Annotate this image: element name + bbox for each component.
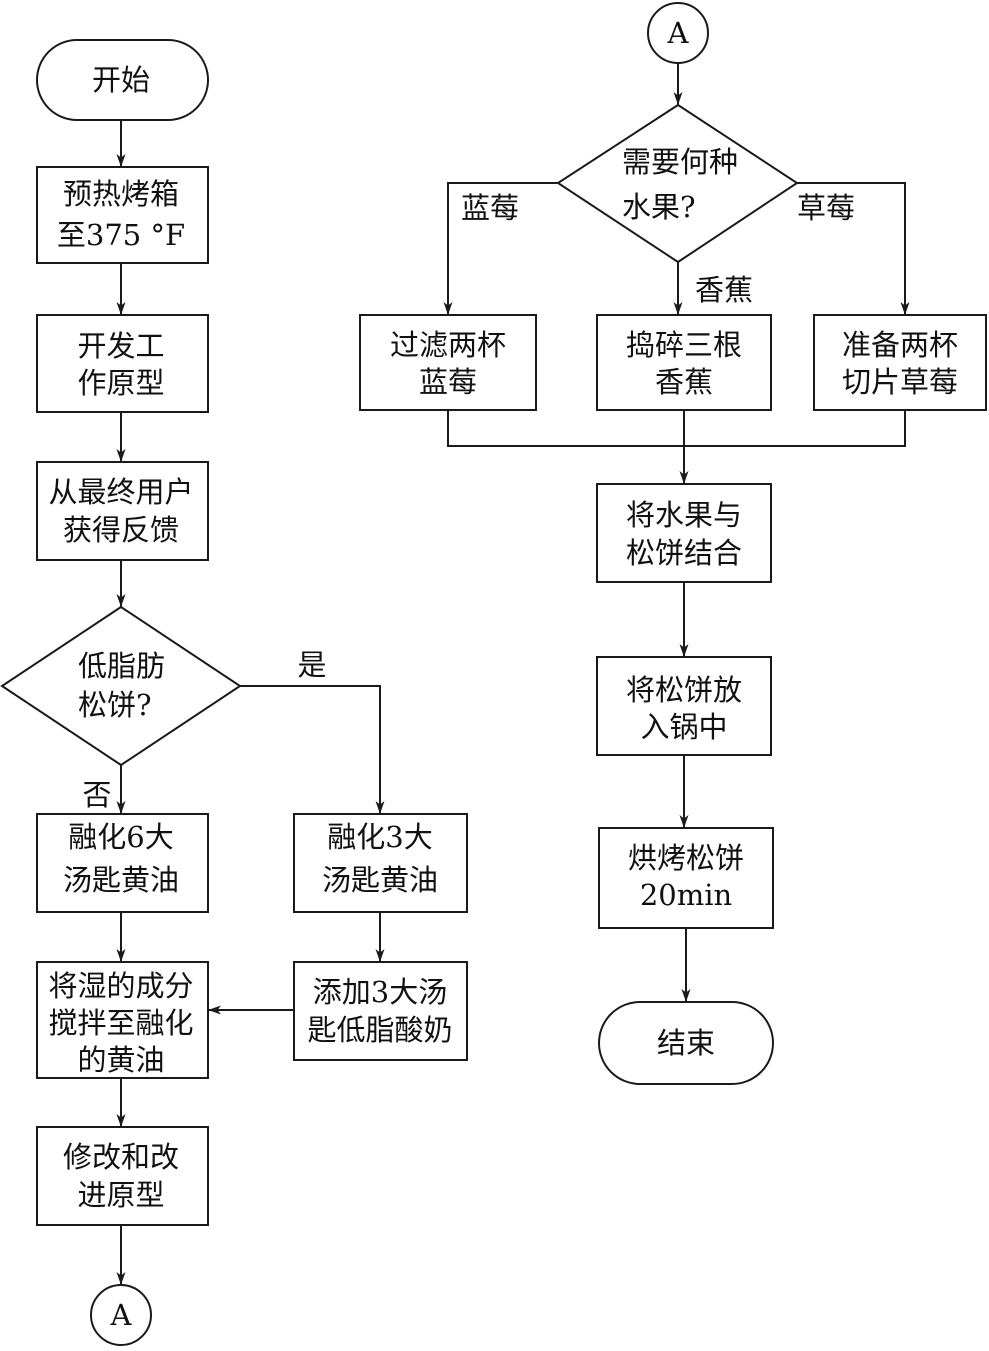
- fruit-decision-line-2: 水果?: [622, 190, 696, 224]
- combine-fruit-line-1: 将水果与: [626, 498, 742, 532]
- put-in-pan-line-2: 入锅中: [640, 710, 727, 744]
- revise-prototype-line-2: 进原型: [77, 1178, 164, 1212]
- get-feedback-box: 从最终用户 获得反馈: [36, 461, 209, 561]
- add-yogurt-line-2: 匙低脂酸奶: [307, 1013, 452, 1047]
- end-terminal: 结束: [598, 1001, 774, 1085]
- strawberry-label: 草莓: [797, 191, 855, 225]
- arrow-decision-yes: [240, 685, 385, 814]
- melt-3-tbsp-line-2: 汤匙黄油: [322, 863, 438, 897]
- start-terminal: 开始: [36, 39, 209, 121]
- put-in-pan-shape: [596, 656, 772, 756]
- revise-prototype-box: 修改和改 进原型: [36, 1126, 209, 1226]
- arrow-fruit-strawberry: [797, 182, 910, 315]
- low-fat-decision-line-1: 低脂肪: [78, 649, 165, 683]
- get-feedback-line-1: 从最终用户: [48, 475, 193, 509]
- melt-6-tbsp-shape: [36, 813, 209, 913]
- preheat-oven-box: 预热烤箱 至375 °F: [36, 166, 209, 264]
- develop-prototype-shape: [36, 314, 209, 413]
- fruit-decision: 需要何种 水果?: [556, 103, 799, 264]
- mix-wet-line-3: 的黄油: [77, 1043, 164, 1077]
- filter-blueberries-shape: [359, 314, 537, 411]
- preheat-oven-shape: [36, 166, 209, 264]
- connector-a-out-shape: [90, 1284, 152, 1346]
- mash-bananas-line-2: 香蕉: [655, 365, 713, 399]
- develop-prototype-box: 开发工 作原型: [36, 314, 209, 413]
- revise-prototype-shape: [36, 1126, 209, 1226]
- mash-bananas-line-1: 捣碎三根: [626, 328, 742, 362]
- prepare-strawberries-line-1: 准备两杯: [842, 328, 958, 362]
- prepare-strawberries-shape: [813, 314, 987, 411]
- preheat-oven-line-2: 至375 °F: [57, 218, 185, 252]
- mix-wet-line-1: 将湿的成分: [48, 969, 193, 1003]
- get-feedback-line-2: 获得反馈: [63, 513, 179, 547]
- bake-box: 烘烤松饼 20min: [598, 827, 774, 929]
- yes-label: 是: [297, 648, 326, 682]
- bake-line-2: 20min: [640, 878, 732, 912]
- get-feedback-shape: [36, 461, 209, 561]
- add-yogurt-shape: [293, 961, 468, 1061]
- low-fat-decision: 低脂肪 松饼?: [0, 605, 242, 767]
- banana-label: 香蕉: [695, 273, 753, 307]
- connector-a-in-label: A: [667, 16, 690, 50]
- filter-blueberries-line-2: 蓝莓: [419, 365, 477, 399]
- mix-wet-shape: [36, 961, 209, 1079]
- develop-prototype-line-1: 开发工: [77, 329, 164, 363]
- arrow-fruit-blueberry: [443, 182, 558, 315]
- bake-line-1: 烘烤松饼: [628, 841, 744, 875]
- combine-fruit-box: 将水果与 松饼结合: [596, 483, 772, 583]
- combine-fruit-line-2: 松饼结合: [626, 536, 742, 570]
- fruit-decision-line-1: 需要何种: [622, 145, 738, 179]
- melt-6-tbsp-line-2: 汤匙黄油: [63, 863, 179, 897]
- end-label: 结束: [657, 1026, 715, 1060]
- revise-prototype-line-1: 修改和改: [63, 1140, 179, 1174]
- low-fat-decision-shape: [0, 605, 242, 767]
- melt-3-tbsp-line-1: 融化3大: [327, 820, 432, 854]
- low-fat-decision-line-2: 松饼?: [78, 688, 152, 722]
- put-in-pan-line-1: 将松饼放: [626, 673, 742, 707]
- fruit-decision-shape: [556, 103, 799, 264]
- connector-a-out: A: [90, 1284, 152, 1346]
- merge-line: [447, 410, 906, 447]
- put-in-pan-box: 将松饼放 入锅中: [596, 656, 772, 756]
- connector-a-out-label: A: [110, 1298, 133, 1332]
- filter-blueberries-box: 过滤两杯 蓝莓: [359, 314, 537, 411]
- mix-wet-line-2: 搅拌至融化: [48, 1006, 193, 1040]
- no-label: 否: [82, 778, 111, 812]
- prepare-strawberries-line-2: 切片草莓: [842, 365, 958, 399]
- preheat-oven-line-1: 预热烤箱: [63, 177, 179, 211]
- start-terminal-shape: [36, 39, 209, 121]
- melt-6-tbsp-box: 融化6大 汤匙黄油: [36, 813, 209, 913]
- melt-6-tbsp-line-1: 融化6大: [68, 820, 173, 854]
- prepare-strawberries-box: 准备两杯 切片草莓: [813, 314, 987, 411]
- mix-wet-box: 将湿的成分 搅拌至融化 的黄油: [36, 961, 209, 1079]
- add-yogurt-line-1: 添加3大汤: [313, 975, 447, 1009]
- end-terminal-shape: [598, 1001, 774, 1085]
- bake-shape: [598, 827, 774, 929]
- melt-3-tbsp-shape: [293, 813, 468, 913]
- filter-blueberries-line-1: 过滤两杯: [390, 328, 506, 362]
- connector-a-in: A: [647, 2, 709, 64]
- blueberry-label: 蓝莓: [461, 191, 519, 225]
- mash-bananas-box: 捣碎三根 香蕉: [596, 314, 772, 411]
- develop-prototype-line-2: 作原型: [77, 366, 164, 400]
- start-label: 开始: [92, 63, 150, 97]
- combine-fruit-shape: [596, 483, 772, 583]
- melt-3-tbsp-box: 融化3大 汤匙黄油: [293, 813, 468, 913]
- mash-bananas-shape: [596, 314, 772, 411]
- add-yogurt-box: 添加3大汤 匙低脂酸奶: [293, 961, 468, 1061]
